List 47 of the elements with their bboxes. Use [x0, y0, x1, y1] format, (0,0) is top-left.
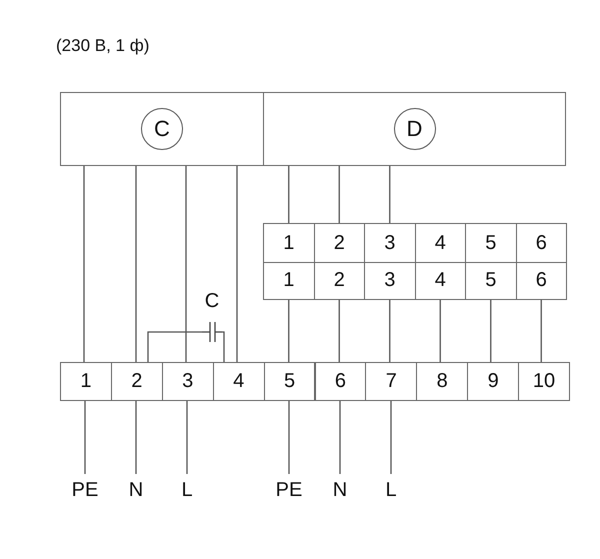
terminal-cell: 9 — [467, 362, 520, 401]
wire-label: N — [114, 474, 158, 506]
wire — [389, 166, 390, 223]
terminal-cell: 2 — [110, 362, 163, 401]
wire — [147, 331, 202, 362]
wire — [84, 401, 86, 474]
wire — [339, 401, 341, 474]
wire — [389, 300, 390, 362]
device-box — [263, 92, 566, 166]
terminal-cell: 1 — [60, 362, 112, 401]
wire — [338, 166, 340, 223]
terminal-cell: 6 — [516, 262, 567, 300]
wire — [440, 300, 441, 362]
wire — [288, 166, 290, 223]
terminal-cell: 1 — [263, 262, 314, 300]
wire — [186, 401, 188, 474]
wire-label: PE — [63, 474, 107, 506]
device-box — [60, 92, 264, 166]
terminal-cell: 8 — [416, 362, 468, 401]
wire-label: N — [318, 474, 362, 506]
terminal-cell: 7 — [365, 362, 418, 401]
terminal-cell: 3 — [162, 362, 214, 401]
wire-label: L — [165, 474, 209, 506]
terminal-cell: 4 — [212, 362, 265, 401]
terminal-cell: 10 — [518, 362, 570, 401]
wire — [390, 401, 392, 474]
terminal-cell: 5 — [264, 362, 316, 401]
wire — [185, 166, 187, 362]
wire — [288, 300, 290, 362]
wire — [83, 166, 85, 362]
diagram-title: (230 В, 1 ф) — [56, 36, 150, 56]
wire — [135, 166, 137, 362]
component-label: C — [204, 290, 220, 312]
wire — [338, 300, 340, 362]
wire — [236, 166, 238, 362]
wire-label: PE — [267, 474, 311, 506]
circled-letter: C — [141, 108, 183, 150]
wire — [222, 331, 225, 362]
wire — [540, 300, 542, 362]
wire — [288, 401, 290, 474]
terminal-cell: 1 — [263, 223, 314, 263]
terminal-cell: 6 — [314, 362, 366, 401]
terminal-cell: 6 — [516, 223, 567, 263]
circled-letter: D — [394, 108, 436, 150]
wire — [490, 300, 492, 362]
wire — [135, 401, 137, 474]
wire-label: L — [369, 474, 413, 506]
